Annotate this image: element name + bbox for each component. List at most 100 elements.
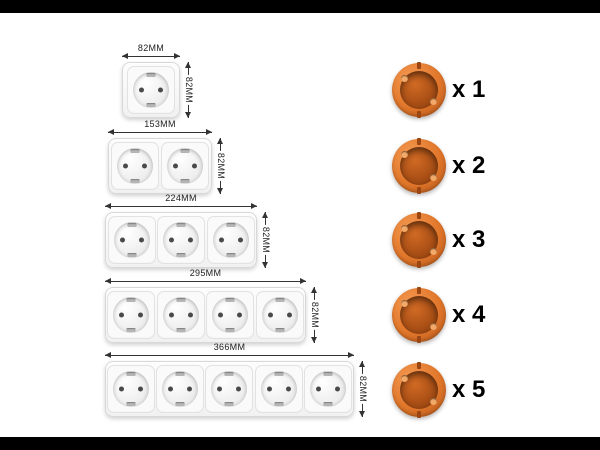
ground-clip bbox=[175, 372, 185, 376]
width-dimension-label: 224MM bbox=[165, 193, 197, 203]
pin-hole bbox=[119, 386, 125, 392]
pin-hole bbox=[168, 312, 174, 318]
box-notch bbox=[417, 362, 421, 369]
socket-recess bbox=[261, 297, 298, 333]
top-letterbox-bar bbox=[0, 0, 600, 13]
socket-recess bbox=[113, 297, 150, 333]
box-notch bbox=[417, 212, 421, 219]
socket-unit bbox=[107, 216, 156, 264]
socket-recess bbox=[162, 371, 199, 407]
box-screw bbox=[401, 375, 408, 382]
pin-hole bbox=[168, 386, 174, 392]
ground-clip bbox=[127, 253, 136, 257]
socket-unit bbox=[206, 291, 255, 339]
width-dimension-label: 295MM bbox=[189, 268, 222, 278]
socket-unit bbox=[107, 291, 156, 339]
height-dimension-label: 82MM bbox=[310, 299, 320, 331]
height-dimension-label: 82MM bbox=[261, 224, 271, 256]
dimension-arrow-line bbox=[122, 53, 180, 59]
ground-clip bbox=[275, 328, 285, 332]
mounting-box bbox=[392, 362, 446, 418]
dimension-arrow-line bbox=[105, 278, 306, 284]
mounting-box bbox=[392, 138, 446, 194]
box-notch bbox=[417, 261, 421, 268]
ground-clip bbox=[224, 402, 234, 406]
box-notch bbox=[417, 62, 421, 69]
pin-hole bbox=[236, 386, 242, 392]
socket-recess bbox=[113, 222, 150, 258]
box-screw bbox=[401, 300, 408, 307]
ground-clip bbox=[180, 149, 190, 153]
dimension-arrow-line bbox=[108, 129, 212, 135]
pin-hole bbox=[267, 312, 273, 318]
ground-clip bbox=[225, 298, 235, 302]
pin-hole bbox=[187, 312, 193, 318]
ground-clip bbox=[130, 149, 140, 153]
ground-clip bbox=[176, 223, 186, 227]
ground-clip bbox=[180, 179, 190, 183]
pin-hole bbox=[187, 386, 193, 392]
socket-recess bbox=[260, 371, 297, 407]
width-dimension-label: 82MM bbox=[137, 43, 165, 53]
quantity-label: x 4 bbox=[452, 301, 486, 328]
width-dimension: 366MM bbox=[105, 342, 354, 358]
ground-clip bbox=[226, 253, 235, 257]
pin-hole bbox=[217, 386, 223, 392]
socket-recess bbox=[167, 148, 203, 184]
width-dimension-label: 366MM bbox=[213, 342, 246, 352]
ground-clip bbox=[126, 328, 136, 332]
socket-unit bbox=[255, 291, 304, 339]
height-dimension: 82MM bbox=[184, 62, 200, 118]
pin-hole bbox=[188, 237, 193, 243]
ground-clip bbox=[176, 298, 186, 302]
pin-hole bbox=[138, 386, 144, 392]
socket-recess bbox=[113, 371, 150, 407]
ground-clip bbox=[146, 103, 156, 107]
box-screw bbox=[430, 98, 437, 105]
ground-clip bbox=[323, 372, 333, 376]
pin-hole bbox=[218, 237, 224, 243]
box-screw bbox=[430, 248, 437, 255]
ground-clip bbox=[225, 328, 235, 332]
socket-recess bbox=[163, 222, 199, 258]
ground-clip bbox=[226, 223, 235, 227]
pin-hole bbox=[169, 237, 174, 243]
socket-plate-3gang bbox=[105, 212, 257, 268]
box-notch bbox=[417, 138, 421, 145]
socket-recess bbox=[211, 371, 248, 407]
socket-recess bbox=[212, 222, 249, 258]
height-dimension-label: 82MM bbox=[216, 150, 226, 182]
width-dimension: 153MM bbox=[108, 119, 212, 135]
quantity-label: x 1 bbox=[452, 76, 486, 103]
pin-hole bbox=[286, 312, 292, 318]
socket-unit bbox=[107, 365, 156, 413]
socket-unit bbox=[111, 142, 159, 190]
width-dimension-label: 153MM bbox=[144, 119, 176, 129]
box-screw bbox=[430, 174, 437, 181]
mounting-box bbox=[392, 287, 446, 343]
ground-clip bbox=[126, 298, 136, 302]
dimension-arrow-line bbox=[105, 203, 257, 209]
socket-plate-5gang bbox=[105, 361, 354, 417]
socket-unit bbox=[156, 291, 205, 339]
bottom-letterbox-bar bbox=[0, 437, 600, 450]
box-screw bbox=[401, 151, 408, 158]
pin-hole bbox=[334, 386, 340, 392]
socket-recess bbox=[117, 148, 153, 184]
pin-hole bbox=[218, 312, 224, 318]
box-notch bbox=[417, 111, 421, 118]
pin-hole bbox=[142, 163, 147, 169]
quantity-label: x 3 bbox=[452, 226, 486, 253]
pin-hole bbox=[285, 386, 291, 392]
socket-plate-1gang bbox=[122, 62, 180, 118]
height-dimension: 82MM bbox=[358, 361, 374, 417]
ground-clip bbox=[274, 372, 284, 376]
socket-unit bbox=[157, 216, 205, 264]
width-dimension: 82MM bbox=[122, 43, 180, 59]
width-dimension: 224MM bbox=[105, 193, 257, 209]
ground-clip bbox=[224, 372, 234, 376]
box-notch bbox=[417, 336, 421, 343]
box-screw bbox=[430, 398, 437, 405]
socket-unit bbox=[303, 365, 352, 413]
